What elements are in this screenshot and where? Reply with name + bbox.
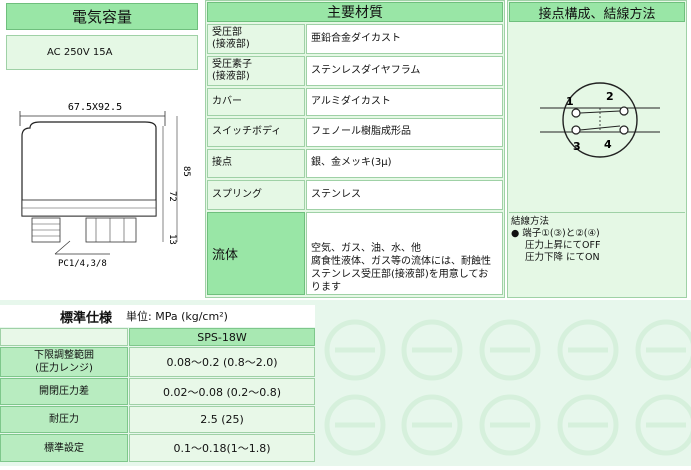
material-row-label: スプリング — [207, 180, 305, 210]
spec-model-header: SPS-18W — [129, 328, 315, 346]
material-row-label: スイッチボディ — [207, 118, 305, 147]
dim-h2-label: 85 — [181, 166, 191, 177]
pressure-switch-drawing: 67.5X92.5 PC1/4,3/8 72 85 13 — [19, 102, 191, 269]
material-row-value: 銀、金メッキ(3μ) — [306, 149, 503, 178]
spec-row-value: 0.08〜0.2 (0.8〜2.0) — [129, 347, 315, 377]
spec-row-value: 0.1〜0.18(1〜1.8) — [129, 434, 315, 462]
contact-wiring-diagram: 1 2 3 4 — [540, 82, 660, 158]
spec-row-value: 0.02〜0.08 (0.2〜0.8) — [129, 378, 315, 405]
materials-title: 主要材質 — [327, 5, 383, 21]
dim-h3-label: 13 — [167, 234, 177, 245]
spec-row-label: 下限調整範囲 (圧力レンジ) — [0, 347, 128, 377]
watermark-pattern — [324, 319, 691, 456]
electric-capacity-box: AC 250V 15A — [6, 35, 198, 70]
terminal-3-label: 3 — [573, 140, 581, 153]
spec-title-row: 標準仕様 単位: MPa (kg/cm²) — [0, 305, 315, 327]
material-row-label: 受圧部 (接液部) — [207, 24, 305, 54]
wiring-line: 圧力上昇にてOFF — [525, 239, 601, 251]
port-label: PC1/4,3/8 — [58, 259, 107, 269]
spec-row-label: 開閉圧力差 — [0, 378, 128, 405]
fluid-label-cell: 流体 — [207, 212, 305, 295]
material-row-label: 接点 — [207, 149, 305, 178]
terminal-4-label: 4 — [604, 138, 612, 151]
wiring-title: 結線方法 — [511, 216, 550, 227]
electric-capacity-value: AC 250V 15A — [47, 47, 113, 58]
spec-header-blank — [0, 328, 128, 346]
spec-row-label: 標準設定 — [0, 434, 128, 462]
material-row-value: フェノール樹脂成形品 — [306, 118, 503, 147]
spec-model: SPS-18W — [197, 330, 247, 344]
contact-diagram: 1 2 3 4 — [540, 80, 660, 160]
terminal-1-label: 1 — [566, 95, 574, 108]
dim-top-label: 67.5X92.5 — [68, 102, 122, 113]
dimension-drawing: 67.5X92.5 PC1/4,3/8 72 85 13 — [0, 96, 200, 276]
wiring-line: 圧力下降 にてON — [525, 251, 600, 263]
electric-capacity-header: 電気容量 — [6, 3, 198, 30]
spec-title: 標準仕様 — [60, 310, 113, 326]
material-row-label: 受圧素子 (接液部) — [207, 56, 305, 86]
wiring-line: ● 端子①(③)と②(④) — [511, 227, 600, 239]
fluid-value-cell: 空気、ガス、油、水、他 腐食性液体、ガス等の流体には、耐蝕性ステンレス受圧部(接… — [306, 212, 503, 295]
spec-row-label: 耐圧力 — [0, 406, 128, 433]
materials-header: 主要材質 — [207, 2, 503, 22]
dim-h1-label: 72 — [167, 191, 177, 202]
wiring-method: 結線方法 ● 端子①(③)と②(④) 圧力上昇にてOFF 圧力下降 にてON — [509, 212, 685, 295]
spec-unit: 単位: MPa (kg/cm²) — [126, 310, 228, 323]
material-row-value: ステンレスダイヤフラム — [306, 56, 503, 86]
material-row-value: 亜鉛合金ダイカスト — [306, 24, 503, 54]
spec-row-value: 2.5 (25) — [129, 406, 315, 433]
terminal-2-label: 2 — [606, 90, 614, 103]
contact-header: 接点構成、結線方法 — [509, 2, 685, 22]
electric-capacity-title: 電気容量 — [71, 8, 132, 26]
contact-title: 接点構成、結線方法 — [538, 6, 656, 22]
material-row-value: ステンレス — [306, 180, 503, 210]
material-row-value: アルミダイカスト — [306, 88, 503, 116]
material-row-label: カバー — [207, 88, 305, 116]
